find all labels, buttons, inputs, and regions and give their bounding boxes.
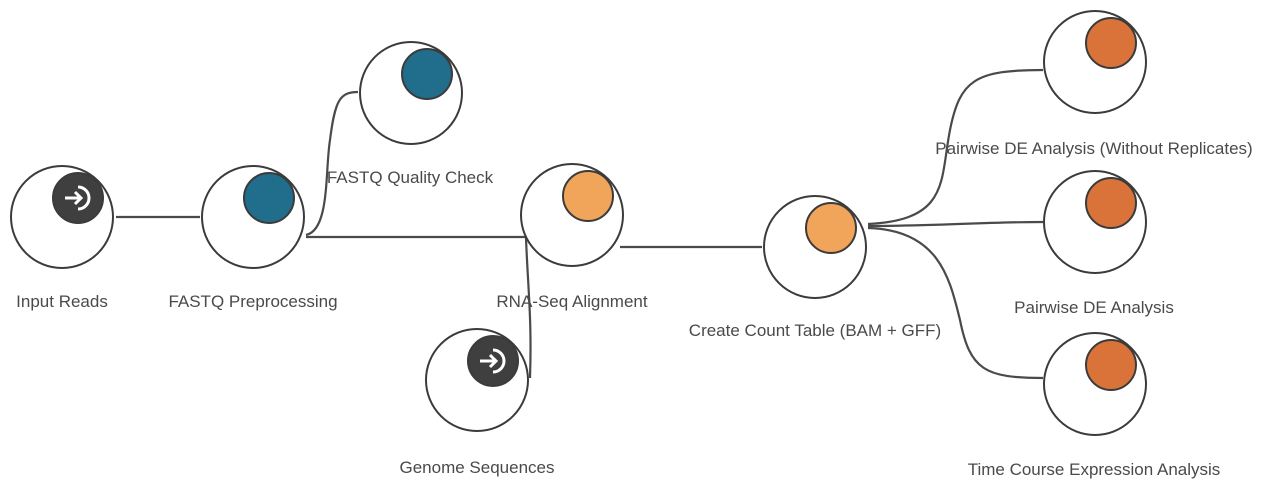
input-badge [467,335,519,387]
node-label-input-reads: Input Reads [16,292,108,311]
node-label-genome-sequences: Genome Sequences [399,458,555,477]
node-input-reads[interactable] [10,165,114,269]
node-genome-sequences[interactable] [425,328,529,432]
node-rna-seq-alignment[interactable] [520,163,624,267]
node-label-rna-seq-alignment: RNA-Seq Alignment [496,292,648,311]
step-badge [401,48,453,100]
node-label-fastq-preprocessing: FASTQ Preprocessing [168,292,338,311]
step-badge [1085,17,1137,69]
step-badge [1085,339,1137,391]
step-badge [1085,177,1137,229]
step-badge [243,172,295,224]
node-label-time-course: Time Course Expression Analysis [967,460,1221,479]
input-badge [52,172,104,224]
node-pairwise-de-no-rep[interactable] [1043,10,1147,114]
node-pairwise-de[interactable] [1043,170,1147,274]
edge-create-count-table-to-pairwise-de [867,220,1044,228]
edge-genome-sequences-to-rna-seq-alignment [524,237,532,379]
node-label-pairwise-de-no-rep: Pairwise DE Analysis (Without Replicates… [935,139,1253,158]
input-arrow-icon [65,185,91,211]
node-fastq-quality-check[interactable] [359,41,463,145]
node-label-create-count-table: Create Count Table (BAM + GFF) [688,321,942,340]
node-create-count-table[interactable] [763,195,867,299]
node-label-pairwise-de: Pairwise DE Analysis [1014,298,1174,317]
edge-create-count-table-to-pairwise-de-no-rep [867,68,1044,226]
step-badge [562,170,614,222]
edge-fastq-preprocessing-to-fastq-quality-check [305,90,359,237]
step-badge [805,202,857,254]
node-time-course[interactable] [1043,332,1147,436]
edge-create-count-table-to-time-course [867,226,1044,380]
node-fastq-preprocessing[interactable] [201,165,305,269]
node-label-fastq-quality-check: FASTQ Quality Check [326,168,494,187]
input-arrow-icon [480,348,506,374]
